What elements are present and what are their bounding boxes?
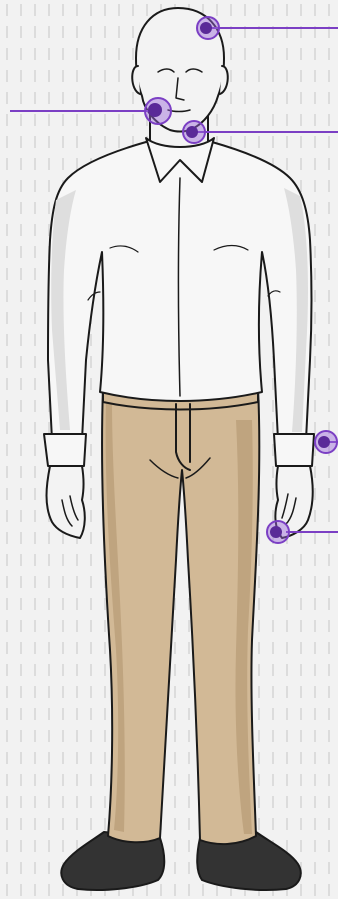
left-cuff <box>44 434 86 466</box>
hotspot-right-wrist[interactable] <box>315 431 338 453</box>
right-cuff <box>274 434 314 466</box>
